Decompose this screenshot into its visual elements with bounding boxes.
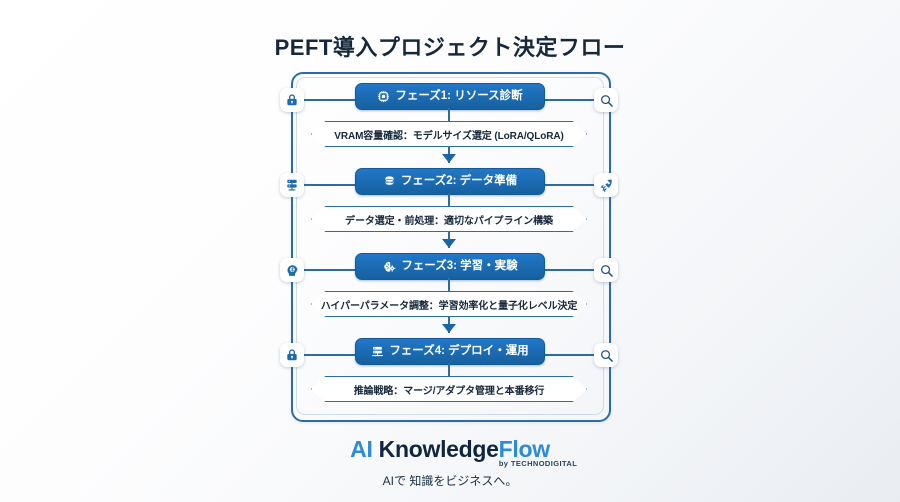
phase-pill-1[interactable]: フェーズ1: リソース診断 [355, 83, 545, 110]
hexagon-border-4 [311, 376, 587, 402]
connector-right-3 [539, 269, 605, 271]
hexagon-fill-1 [313, 123, 585, 145]
connector-right-1 [539, 99, 605, 101]
server-rack-icon-badge-2[interactable] [280, 173, 304, 197]
connector-left-3 [293, 269, 359, 271]
phase-detail-text-3: ハイパーパラメータ調整：学習効率化と量子化レベル決定 [320, 300, 578, 312]
hexagon-border-2 [311, 206, 587, 232]
phase-pill-2[interactable]: フェーズ2: データ準備 [355, 168, 545, 195]
server-rack-icon [287, 179, 297, 191]
lock-icon-badge-1[interactable] [280, 88, 304, 112]
magnifier-icon [600, 349, 613, 362]
phase-detail-text-2: データ選定・前処理：適切なパイプライン構築 [345, 215, 553, 227]
logo-ai-text: AI [350, 436, 373, 462]
brain-gear-icon [382, 260, 396, 274]
connector-right-2 [539, 184, 605, 186]
page-title: PEFT導入プロジェクト決定フロー [274, 35, 626, 60]
connector-stem-2 [448, 193, 450, 206]
phase-detail-hexagon-2[interactable]: データ選定・前処理：適切なパイプライン構築 [311, 206, 587, 232]
phase-label-3: フェーズ3: 学習・実験 [401, 259, 518, 272]
phase-detail-hexagon-3[interactable]: ハイパーパラメータ調整：学習効率化と量子化レベル決定 [311, 291, 587, 317]
phase-detail-text-1: VRAM容量確認：モデルサイズ選定 (LoRA/QLoRA) [334, 130, 564, 142]
lock-icon [287, 94, 297, 106]
magnifier-icon-badge-3[interactable] [594, 258, 618, 282]
connector-stem-3 [448, 278, 450, 291]
phase-pill-3[interactable]: フェーズ3: 学習・実験 [355, 253, 545, 280]
phase-label-4: フェーズ4: デプロイ・運用 [389, 344, 529, 357]
hexagon-border-3 [311, 291, 587, 317]
phase-block-4[interactable]: フェーズ4: デプロイ・運用 推論戦略：マージ/アダプタ管理と本番移行 [280, 324, 618, 419]
magnifier-icon-badge-1[interactable] [594, 88, 618, 112]
phase-block-1[interactable]: フェーズ1: リソース診断 VRAM容量確認：モデルサイズ選定 (LoRA/QL… [280, 78, 618, 164]
flow-arrow-2 [442, 154, 456, 163]
connector-stem-4 [448, 363, 450, 376]
magnifier-icon-badge-4[interactable] [594, 343, 618, 367]
hexagon-fill-4 [313, 378, 585, 400]
brand-logo: AI KnowledgeFlow [0, 436, 900, 463]
database-icon [383, 175, 396, 188]
brand-byline: by TECHNODIGITAL [498, 459, 578, 468]
flow-column: フェーズ1: リソース診断 VRAM容量確認：モデルサイズ選定 (LoRA/QL… [280, 72, 618, 419]
rocket-icon [599, 179, 612, 192]
cpu-chip-icon [377, 90, 390, 103]
connector-left-1 [293, 99, 359, 101]
phase-detail-hexagon-4[interactable]: 推論戦略：マージ/アダプタ管理と本番移行 [311, 376, 587, 402]
hexagon-fill-3 [313, 293, 585, 315]
logo-flow-text: Flow [498, 436, 550, 462]
magnifier-icon [600, 264, 613, 277]
connector-stem-1 [448, 108, 450, 121]
phase-label-1: フェーズ1: リソース診断 [395, 89, 523, 102]
connector-left-4 [293, 354, 359, 356]
logo-knowledge-text: Knowledge [372, 436, 499, 462]
phase-pill-4[interactable]: フェーズ4: デプロイ・運用 [355, 338, 545, 365]
connector-right-4 [539, 354, 605, 356]
phase-block-3[interactable]: フェーズ3: 学習・実験 ハイパーパラメータ調整：学習効率化と量子化レベル決定 [280, 239, 618, 334]
server-stack-icon [371, 345, 384, 358]
hexagon-fill-2 [313, 208, 585, 230]
flow-inner-frame [296, 77, 604, 415]
lock-icon-badge-4[interactable] [280, 343, 304, 367]
flow-outer-frame [291, 72, 611, 422]
phase-detail-text-4: 推論戦略：マージ/アダプタ管理と本番移行 [353, 385, 545, 397]
rocket-icon-badge-2[interactable] [594, 173, 618, 197]
head-brain-icon-badge-3[interactable] [280, 258, 304, 282]
hexagon-border-1 [311, 121, 587, 147]
lock-icon [287, 349, 297, 361]
connector-left-2 [293, 184, 359, 186]
phase-block-2[interactable]: フェーズ2: データ準備 データ選定・前処理：適切なパイプライン構築 [280, 154, 618, 249]
phase-detail-hexagon-1[interactable]: VRAM容量確認：モデルサイズ選定 (LoRA/QLoRA) [311, 121, 587, 147]
brand-tagline: AIで 知識をビジネスへ。 [382, 474, 518, 488]
head-brain-icon [287, 264, 297, 276]
flow-arrow-4 [442, 324, 456, 333]
phase-label-2: フェーズ2: データ準備 [400, 174, 518, 187]
magnifier-icon [600, 94, 613, 107]
flow-arrow-3 [442, 239, 456, 248]
